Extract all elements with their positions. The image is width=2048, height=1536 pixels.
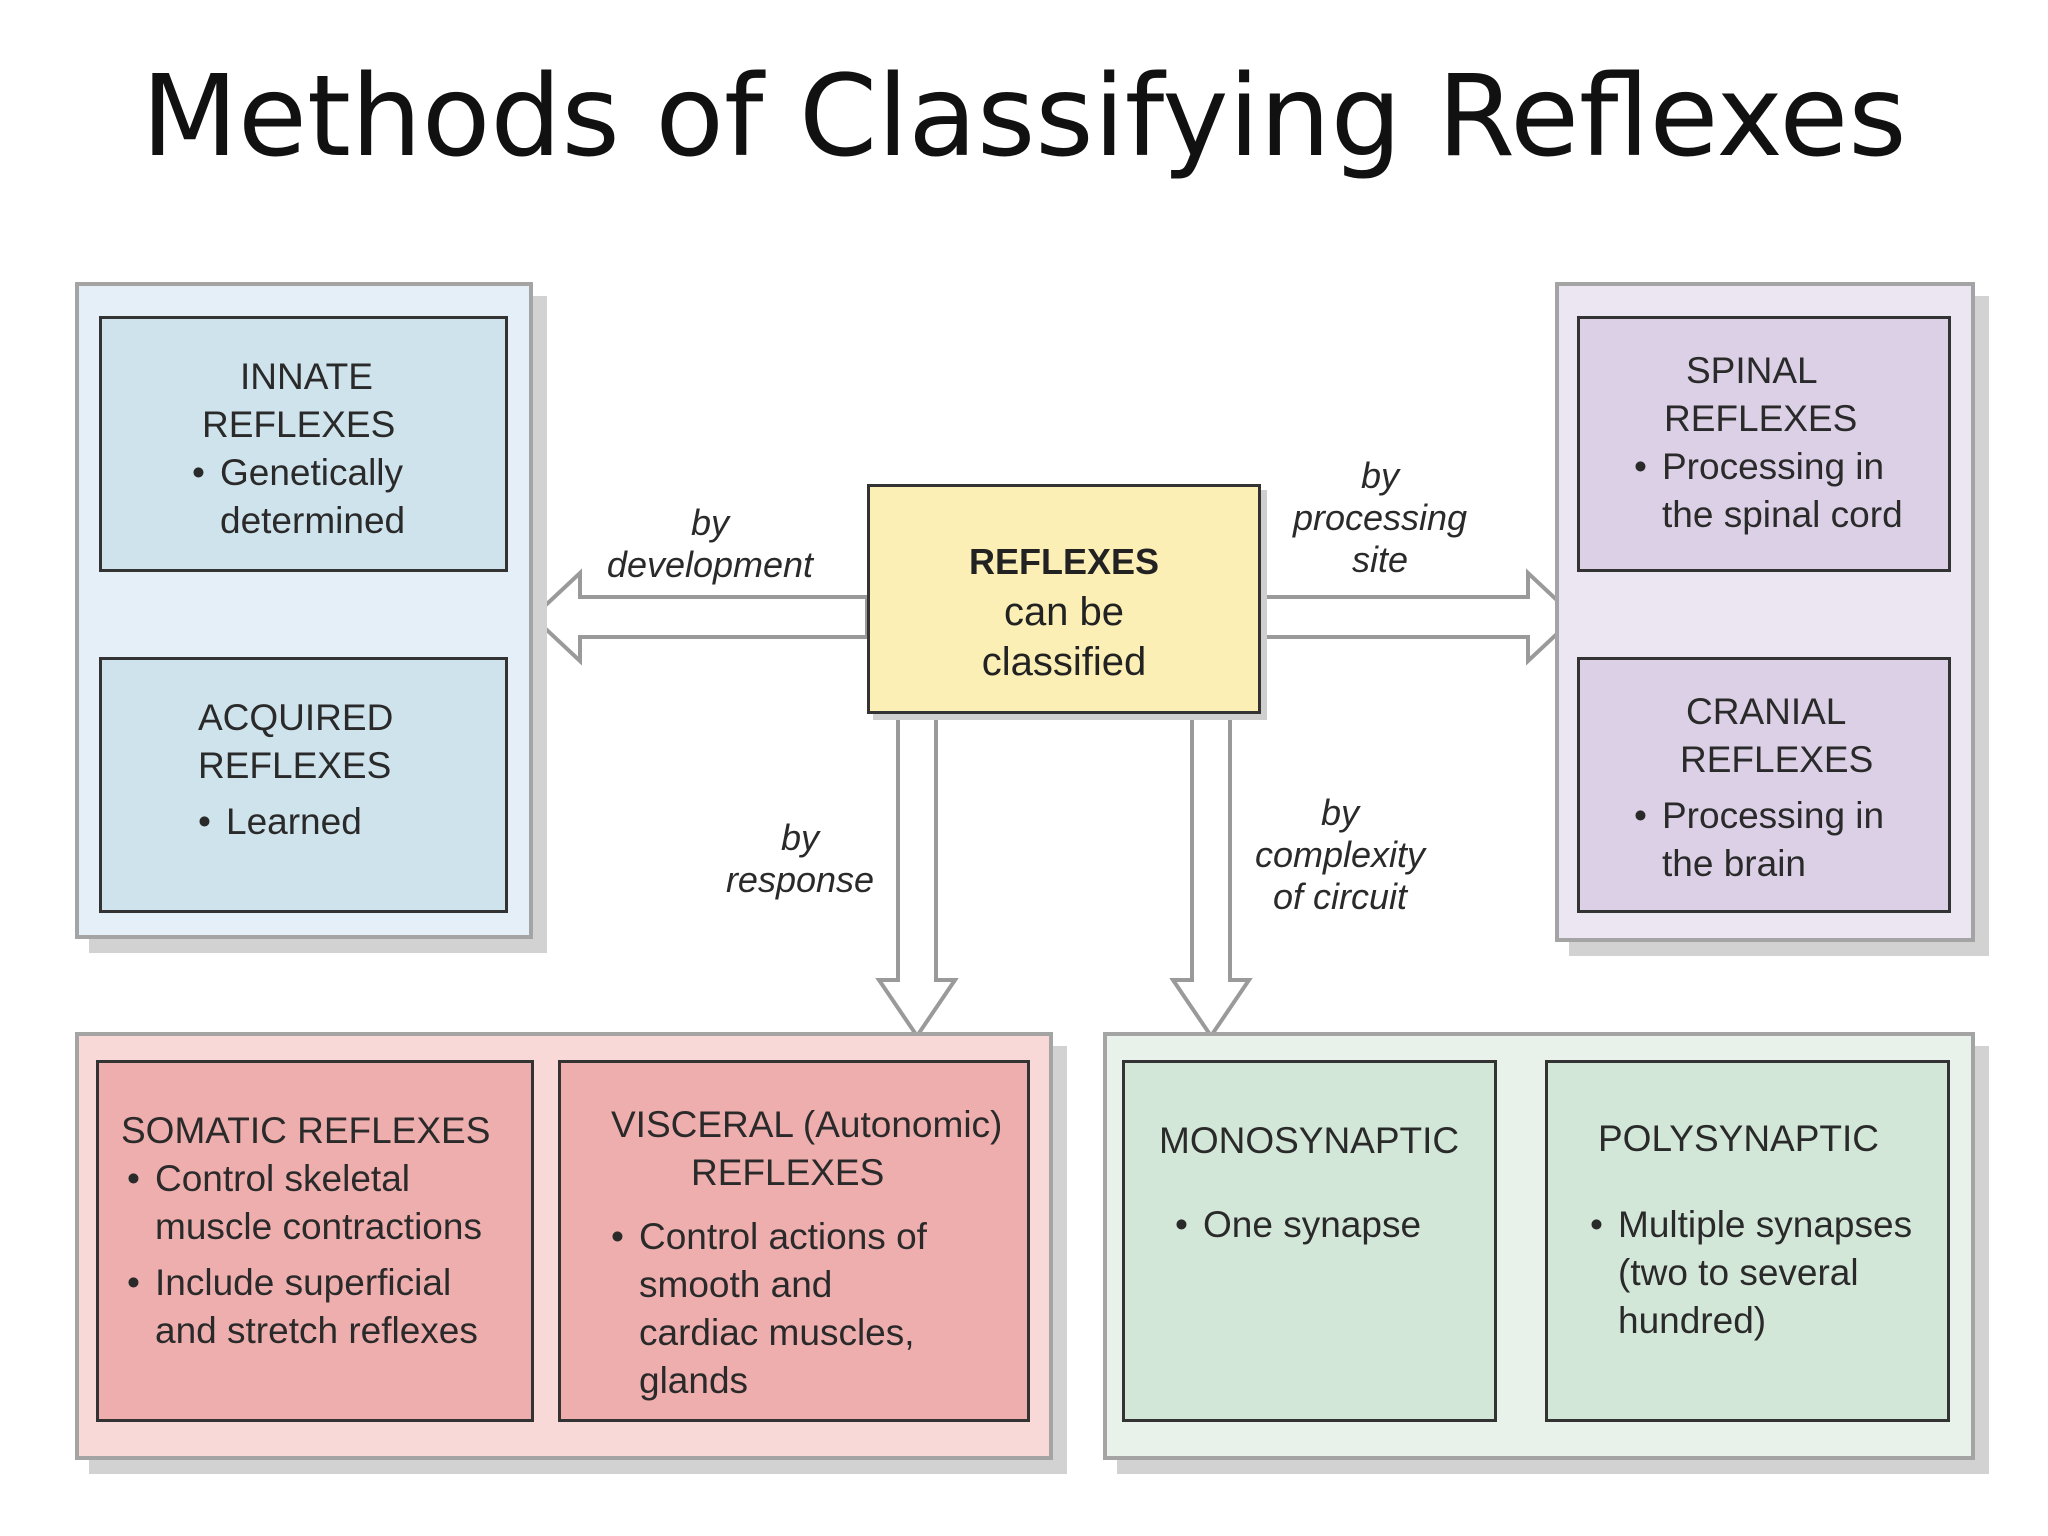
innate-bullet: Genetically determined [192, 449, 420, 545]
spinal-heading-1: SPINAL [1686, 350, 1818, 391]
visceral-heading-2: REFLEXES [691, 1152, 885, 1193]
polysynaptic-heading: POLYSYNAPTIC [1598, 1118, 1880, 1159]
somatic-reflexes-box: SOMATIC REFLEXES Control skeletal muscle… [96, 1060, 534, 1422]
cranial-reflexes-box: CRANIAL REFLEXES Processing in the brain [1577, 657, 1951, 913]
polysynaptic-box: POLYSYNAPTIC Multiple synapses (two to s… [1545, 1060, 1950, 1422]
visceral-heading-1: VISCERAL (Autonomic) [611, 1104, 1003, 1145]
cranial-bullet: Processing in the brain [1634, 792, 1922, 888]
label-by-complexity: by complexity of circuit [1254, 792, 1426, 917]
monosynaptic-box: MONOSYNAPTIC One synapse [1122, 1060, 1497, 1422]
arrow-development [530, 568, 869, 666]
label-by-processing-site: by processing site [1292, 455, 1468, 580]
arrow-processing [1259, 568, 1578, 666]
center-line-1: can be [1003, 590, 1125, 634]
monosynaptic-heading: MONOSYNAPTIC [1159, 1120, 1460, 1161]
page-title: Methods of Classifying Reflexes [141, 52, 1907, 182]
acquired-heading-2: REFLEXES [198, 745, 392, 786]
somatic-heading: SOMATIC REFLEXES [121, 1110, 491, 1151]
arrow-complexity [1169, 712, 1253, 1040]
acquired-bullet: Learned [198, 798, 485, 846]
innate-reflexes-box: INNATE REFLEXES Genetically determined [99, 316, 508, 572]
polysynaptic-bullet: Multiple synapses (two to several hundre… [1590, 1201, 1918, 1345]
somatic-bullet-2: Include superficial and stretch reflexes [127, 1259, 495, 1355]
center-title: REFLEXES [968, 541, 1160, 582]
cranial-heading-1: CRANIAL [1686, 691, 1847, 732]
visceral-bullet: Control actions of smooth and cardiac mu… [611, 1213, 959, 1405]
reflexes-center-box: REFLEXES can be classified [867, 484, 1261, 714]
arrow-response [875, 712, 959, 1040]
label-by-development: by development [606, 502, 814, 585]
center-line-2: classified [981, 640, 1147, 684]
somatic-bullet-1: Control skeletal muscle contractions [127, 1155, 495, 1251]
innate-heading-2: REFLEXES [202, 404, 396, 445]
spinal-heading-2: REFLEXES [1664, 398, 1858, 439]
label-by-response: by response [725, 817, 875, 900]
cranial-heading-2: REFLEXES [1680, 739, 1874, 780]
monosynaptic-bullet: One synapse [1175, 1201, 1480, 1249]
visceral-reflexes-box: VISCERAL (Autonomic) REFLEXES Control ac… [558, 1060, 1030, 1422]
spinal-reflexes-box: SPINAL REFLEXES Processing in the spinal… [1577, 316, 1951, 572]
spinal-bullet: Processing in the spinal cord [1634, 443, 1922, 539]
acquired-reflexes-box: ACQUIRED REFLEXES Learned [99, 657, 508, 913]
acquired-heading-1: ACQUIRED [198, 697, 394, 738]
innate-heading-1: INNATE [240, 356, 373, 397]
